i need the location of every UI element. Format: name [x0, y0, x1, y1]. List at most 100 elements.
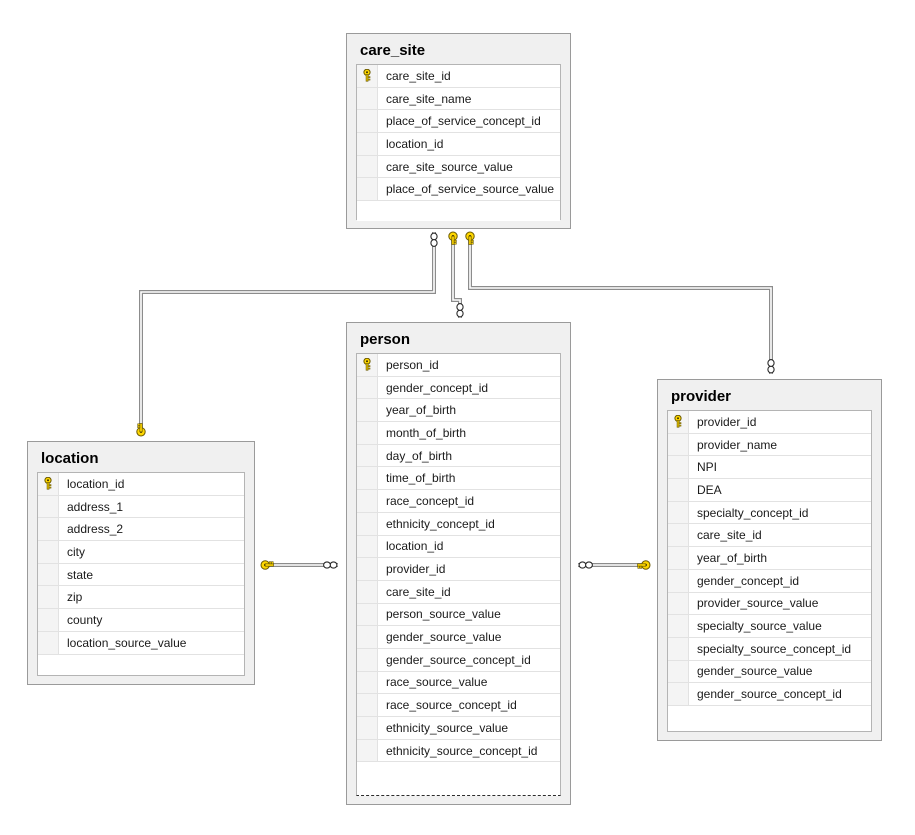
attribute-row[interactable]: person_source_value — [357, 603, 560, 627]
attribute-row[interactable]: location_source_value — [38, 631, 244, 655]
attribute-name: care_site_id — [386, 68, 451, 83]
attribute-row[interactable]: gender_source_value — [357, 626, 560, 649]
attribute-row[interactable]: city — [38, 541, 244, 564]
attribute-name: DEA — [697, 482, 722, 497]
attribute-name: care_site_source_value — [386, 159, 513, 174]
attribute-name: year_of_birth — [697, 550, 768, 565]
attribute-gutter — [357, 626, 378, 648]
crowsfoot-many-icon — [323, 561, 338, 569]
attribute-row[interactable]: care_site_id — [357, 580, 560, 604]
attribute-row[interactable]: place_of_service_source_value — [357, 178, 560, 202]
attribute-gutter — [668, 705, 689, 726]
attribute-gutter — [668, 433, 689, 456]
attribute-gutter — [38, 518, 59, 541]
attribute-gutter — [357, 467, 378, 490]
attribute-gutter — [357, 133, 378, 155]
attribute-row[interactable]: year_of_birth — [357, 399, 560, 423]
attribute-name: provider_source_value — [697, 596, 819, 611]
attribute-name: address_1 — [67, 499, 124, 514]
attribute-gutter — [357, 717, 378, 739]
attribute-name: race_source_value — [386, 675, 488, 690]
attribute-row[interactable]: address_1 — [38, 495, 244, 519]
attribute-name: month_of_birth — [386, 425, 467, 440]
attribute-row[interactable]: care_site_name — [357, 87, 560, 111]
attribute-name: place_of_service_source_value — [386, 182, 555, 197]
attribute-row[interactable]: race_concept_id — [357, 490, 560, 513]
relationship-line-core — [140, 232, 435, 436]
attribute-row[interactable]: provider_source_value — [668, 592, 871, 616]
attribute-gutter — [38, 541, 59, 563]
attribute-row[interactable]: location_id — [357, 133, 560, 156]
attribute-row[interactable]: state — [38, 563, 244, 587]
attribute-name: gender_concept_id — [697, 573, 800, 588]
attribute-name: year_of_birth — [386, 403, 457, 418]
attribute-row[interactable]: care_site_id — [357, 65, 560, 88]
attribute-row[interactable]: gender_source_concept_id — [357, 648, 560, 672]
key-relation-icon — [465, 231, 475, 245]
attribute-name: NPI — [697, 460, 718, 475]
attribute-row[interactable]: specialty_source_value — [668, 615, 871, 638]
attribute-grid-filler — [38, 654, 244, 675]
key-relation-icon — [448, 231, 458, 245]
attribute-row[interactable]: NPI — [668, 456, 871, 480]
attribute-row[interactable]: race_source_concept_id — [357, 694, 560, 717]
attribute-row[interactable]: gender_source_concept_id — [668, 683, 871, 706]
attribute-name: location_id — [386, 136, 444, 151]
attribute-row[interactable]: person_id — [357, 354, 560, 377]
attribute-row[interactable]: location_id — [357, 535, 560, 559]
attribute-gutter — [38, 495, 59, 518]
attribute-gutter — [38, 563, 59, 586]
crowsfoot-many-icon — [456, 303, 464, 318]
attribute-row[interactable]: day_of_birth — [357, 444, 560, 468]
attribute-row[interactable]: location_id — [38, 473, 244, 496]
attribute-gutter — [357, 422, 378, 444]
attribute-row[interactable]: care_site_id — [668, 524, 871, 548]
attribute-row[interactable]: provider_id — [668, 411, 871, 434]
attribute-gutter — [357, 155, 378, 178]
attribute-row[interactable]: specialty_concept_id — [668, 501, 871, 525]
attribute-row[interactable]: gender_concept_id — [668, 569, 871, 593]
primary-key-icon — [357, 354, 378, 376]
attribute-row[interactable]: year_of_birth — [668, 547, 871, 570]
attribute-row[interactable]: month_of_birth — [357, 422, 560, 445]
attribute-gutter — [357, 376, 378, 399]
attribute-row[interactable]: provider_id — [357, 558, 560, 581]
attribute-row[interactable]: ethnicity_source_concept_id — [357, 739, 560, 763]
primary-key-icon — [668, 411, 689, 433]
attribute-row[interactable]: ethnicity_source_value — [357, 717, 560, 740]
attribute-gutter — [357, 201, 378, 222]
attribute-row[interactable]: specialty_source_concept_id — [668, 637, 871, 661]
attribute-name: person_id — [386, 357, 439, 372]
attribute-gutter — [668, 479, 689, 501]
attribute-row[interactable]: DEA — [668, 479, 871, 502]
attribute-name: location_source_value — [67, 635, 187, 650]
attribute-row[interactable]: race_source_value — [357, 671, 560, 695]
attribute-gutter — [38, 586, 59, 609]
attribute-name: provider_name — [697, 437, 778, 452]
attribute-row[interactable]: zip — [38, 586, 244, 610]
attribute-grid-filler — [357, 762, 560, 783]
primary-key-icon — [357, 65, 378, 87]
attribute-row[interactable]: provider_name — [668, 433, 871, 457]
attribute-name: gender_concept_id — [386, 380, 489, 395]
attribute-row[interactable]: address_2 — [38, 518, 244, 542]
attribute-row[interactable]: care_site_source_value — [357, 155, 560, 179]
attribute-name: location_id — [67, 476, 125, 491]
attribute-gutter — [357, 87, 378, 110]
attribute-row[interactable]: county — [38, 609, 244, 632]
attribute-name: address_2 — [67, 522, 124, 537]
attribute-row[interactable]: time_of_birth — [357, 467, 560, 491]
attribute-row[interactable]: gender_source_value — [668, 660, 871, 684]
attribute-gutter — [668, 660, 689, 683]
attribute-row[interactable]: place_of_service_concept_id — [357, 110, 560, 134]
attribute-name: gender_source_concept_id — [386, 652, 531, 667]
attribute-row[interactable]: ethnicity_concept_id — [357, 512, 560, 536]
attribute-name: county — [67, 612, 103, 627]
attribute-gutter — [668, 569, 689, 592]
attribute-row[interactable]: gender_concept_id — [357, 376, 560, 400]
